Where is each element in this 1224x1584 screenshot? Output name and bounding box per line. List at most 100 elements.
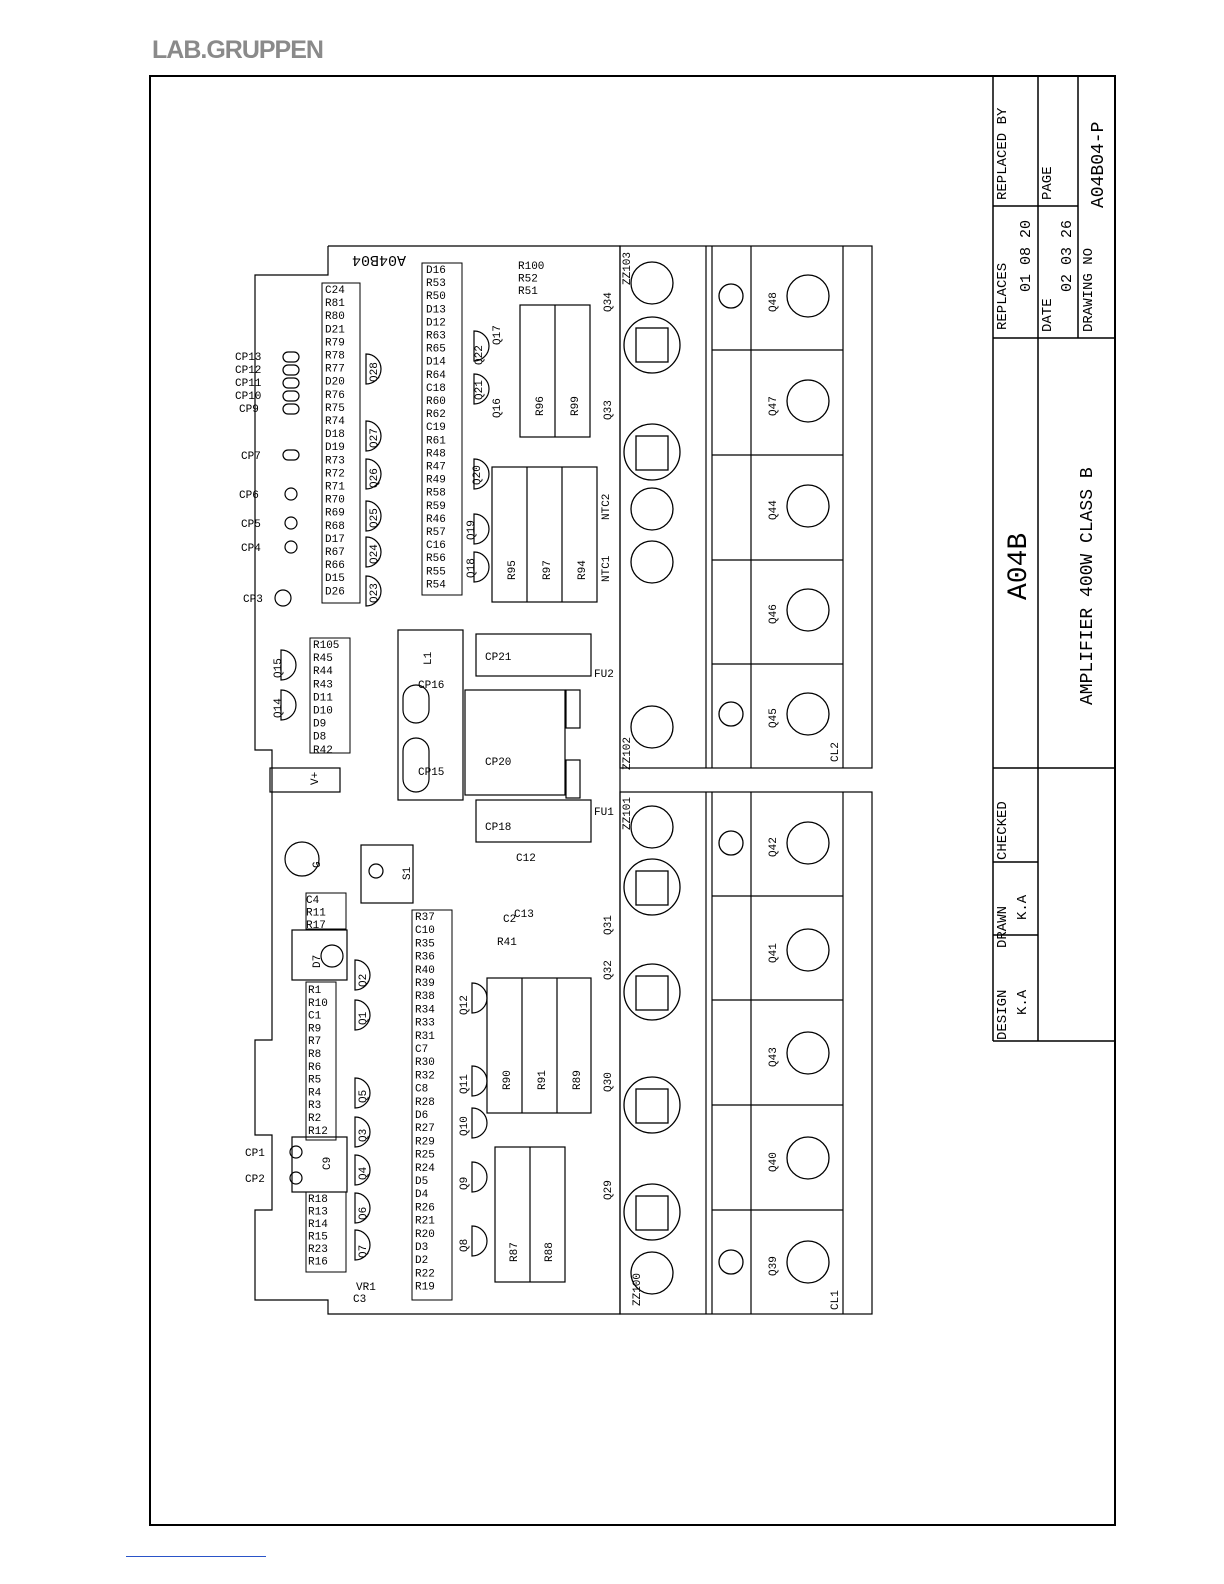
page-label: PAGE (1040, 166, 1056, 200)
label-cp5: CP5 (241, 519, 261, 531)
label-s1: V+ (310, 772, 322, 785)
part-label-r17: R17 (306, 920, 326, 932)
power-resistor-blocks (486, 304, 598, 1283)
part-label-r77: R77 (325, 364, 345, 376)
part-label-ntc1: NTC1 (601, 555, 613, 582)
part-label-r36: R36 (415, 952, 435, 964)
resistor-strips (305, 262, 463, 1301)
part-label-r53: R53 (426, 278, 446, 290)
part-label-q33: Q33 (603, 400, 615, 420)
part-label-q17: Q17 (492, 325, 504, 345)
part-label-c10: C10 (415, 925, 435, 937)
part-label-q11: Q11 (459, 1074, 471, 1094)
label-u1: C9 (322, 1157, 334, 1170)
output-transistor-circles (623, 261, 681, 1295)
part-label-q2: Q2 (358, 974, 370, 987)
label-cp7: CP7 (241, 451, 261, 463)
part-label-r42: R42 (313, 745, 333, 757)
part-label-q32: Q32 (603, 960, 615, 980)
part-label-r9: R9 (308, 1023, 321, 1035)
label-q41: Q41 (768, 943, 780, 963)
part-label-d12: D12 (426, 317, 446, 329)
label-cp12: CP12 (235, 365, 261, 377)
part-label-d4: D4 (415, 1189, 429, 1201)
part-label-r72: R72 (325, 468, 345, 480)
part-label-c19: C19 (426, 422, 446, 434)
checked-label: CHECKED (995, 801, 1011, 860)
label-q46: Q46 (768, 604, 780, 624)
board-title: A04B (1004, 533, 1035, 600)
label-cl1: CL1 (830, 1290, 842, 1310)
part-label-c4: C4 (306, 895, 320, 907)
part-label-q28: Q28 (369, 362, 381, 382)
part-label-r71: R71 (325, 482, 345, 494)
part-label-d2: D2 (415, 1255, 428, 1267)
part-label-r43: R43 (313, 679, 333, 691)
label-fu2: FU2 (594, 669, 614, 681)
part-label-q5: Q5 (358, 1090, 370, 1103)
part-label-q22: Q22 (474, 345, 486, 365)
part-label-r26: R26 (415, 1202, 435, 1214)
part-label-r30: R30 (415, 1057, 435, 1069)
label-r93: R41 (497, 937, 517, 949)
design-value: K.A (1015, 989, 1031, 1015)
part-label-r78: R78 (325, 351, 345, 363)
part-label-r55: R55 (426, 566, 446, 578)
part-label-q14: Q14 (273, 698, 285, 718)
part-label-r54: R54 (426, 579, 446, 591)
part-label-r8: R8 (308, 1049, 321, 1061)
part-label-c8: C8 (415, 1084, 428, 1096)
part-label-r27: R27 (415, 1123, 435, 1135)
label-cp10: CP10 (235, 391, 261, 403)
part-label-r62: R62 (426, 409, 446, 421)
part-label-q1: Q1 (358, 1011, 370, 1025)
label-cl2: CL2 (830, 742, 842, 762)
drawing-labels: A04B04 CP13 CP12 CP11 CP10 CP9 CP7 CP6 C… (235, 251, 842, 1310)
label-zz102: ZZ102 (622, 737, 634, 770)
label-q39: Q39 (768, 1256, 780, 1276)
label-r92: C13 (514, 909, 534, 921)
part-label-r52: R52 (518, 274, 538, 286)
lab-gruppen-logo: LAB.GRUPPEN (152, 36, 324, 64)
label-zz100: ZZ100 (632, 1273, 644, 1306)
part-label-r1: R1 (308, 985, 322, 997)
label-d1: C3 (353, 1294, 366, 1306)
part-label-d13: D13 (426, 304, 446, 316)
part-label-q25: Q25 (369, 508, 381, 528)
part-label-d5: D5 (415, 1176, 428, 1188)
part-label-q20: Q20 (472, 465, 484, 485)
label-cp13: CP13 (235, 352, 261, 364)
label-cp16: CP16 (418, 680, 444, 692)
part-label-r73: R73 (325, 455, 345, 467)
part-label-q21: Q21 (474, 380, 486, 400)
part-label-r35: R35 (415, 938, 435, 950)
part-label-r33: R33 (415, 1018, 435, 1030)
part-label-r25: R25 (415, 1150, 435, 1162)
part-label-r29: R29 (415, 1136, 435, 1148)
part-label-q4: Q4 (358, 1166, 370, 1180)
part-label-r5: R5 (308, 1075, 321, 1087)
label-cp9: CP9 (239, 404, 259, 416)
part-label-q12: Q12 (459, 995, 471, 1015)
part-label-q15: Q15 (273, 658, 285, 678)
part-label-r18: R18 (308, 1194, 328, 1206)
label-cp3: CP3 (243, 594, 263, 606)
replaced-by-label: REPLACED BY (995, 107, 1011, 200)
part-label-r10: R10 (308, 998, 328, 1010)
part-label-r19: R19 (415, 1282, 435, 1294)
part-label-d3: D3 (415, 1242, 428, 1254)
part-label-d9: D9 (313, 719, 326, 731)
label-cp1: CP1 (245, 1148, 265, 1160)
part-label-r81: R81 (325, 298, 345, 310)
label-r87: R87 (509, 1242, 521, 1262)
part-label-r12: R12 (308, 1126, 328, 1138)
label-r90: R90 (502, 1070, 514, 1090)
part-label-d11: D11 (313, 692, 333, 704)
part-label-r100: R100 (518, 261, 544, 273)
generated-part-labels: C24R81R80D21R79R78R77D20R76R75R74D18D19R… (273, 261, 615, 1294)
part-label-ntc2: NTC2 (601, 494, 613, 520)
part-label-q23: Q23 (369, 583, 381, 603)
replaces-label: REPLACES (995, 263, 1011, 330)
part-label-r20: R20 (415, 1229, 435, 1241)
part-label-d18: D18 (325, 429, 345, 441)
